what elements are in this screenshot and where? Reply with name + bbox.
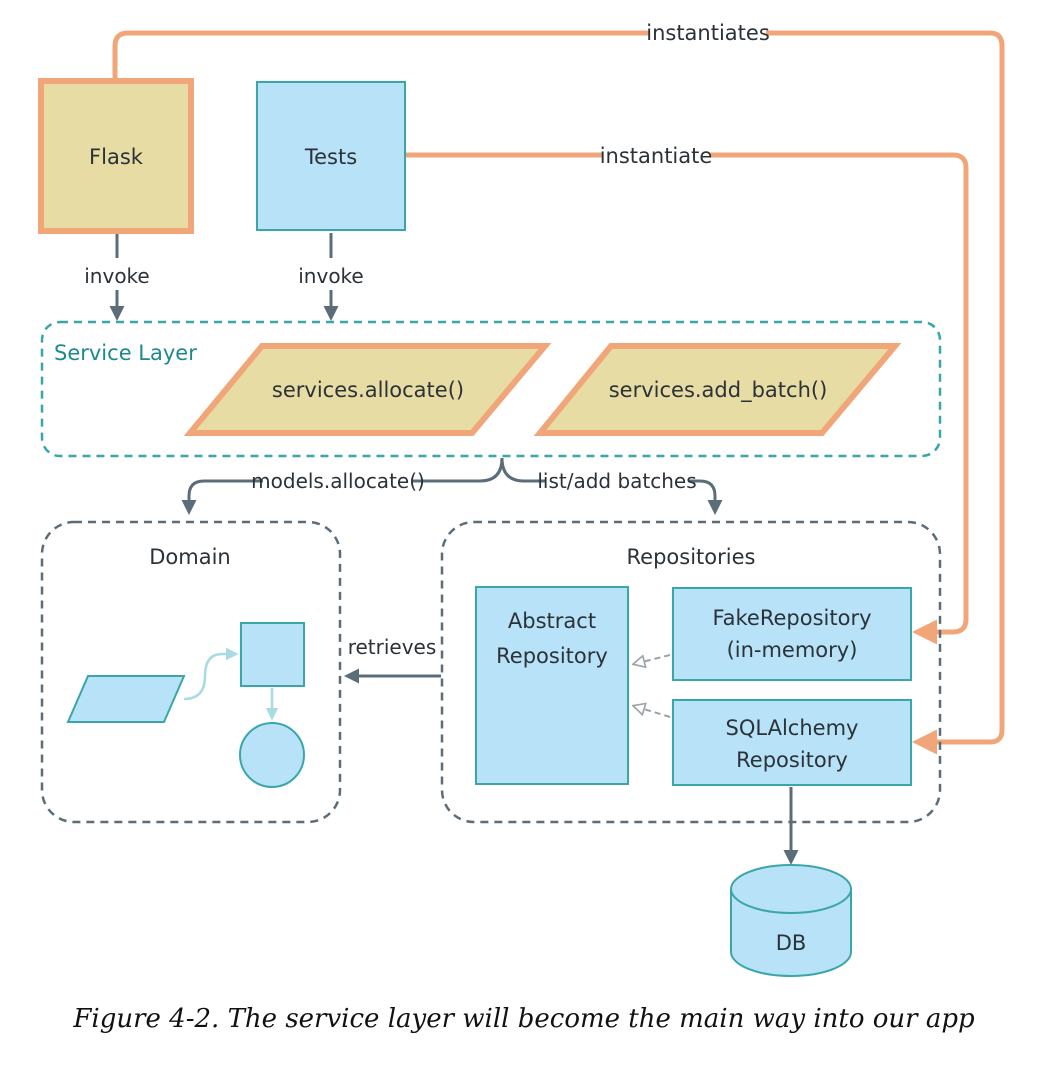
services-allocate-shape <box>183 343 552 436</box>
flask-label: Flask <box>89 145 144 169</box>
tests-box <box>256 81 406 231</box>
domain-label: Domain <box>149 545 231 569</box>
sqlalchemy-repository-label-1: SQLAlchemy <box>726 716 859 740</box>
services-add-batch-label: services.add_batch() <box>609 378 828 403</box>
list-add-batches-edge <box>500 457 723 515</box>
flask-invoke-label: invoke <box>84 264 149 288</box>
tests-label: Tests <box>304 145 357 169</box>
instantiate-label: instantiate <box>600 144 713 168</box>
retrieves-label: retrieves <box>348 635 437 659</box>
flask-box <box>38 78 194 234</box>
sqlalchemy-repository-box <box>672 699 912 786</box>
abstract-repository-box <box>475 586 629 785</box>
domain-container <box>40 520 342 824</box>
abstract-repository-label-1: Abstract <box>508 609 596 633</box>
models-allocate-edge <box>181 457 504 515</box>
repositories-container <box>440 520 942 824</box>
instantiate-edge <box>404 152 969 645</box>
fake-repository-label-1: FakeRepository <box>712 606 871 630</box>
db-label: DB <box>776 931 807 955</box>
domain-circle-shape <box>239 722 305 788</box>
tests-invoke-label: invoke <box>298 264 363 288</box>
sqla-implements-edge <box>634 706 671 718</box>
domain-parallelogram-shape <box>66 675 186 723</box>
service-layer-label: Service Layer <box>54 341 197 365</box>
services-add-batch-shape <box>533 343 902 436</box>
sqlalchemy-repository-label-2: Repository <box>736 748 848 772</box>
instantiates-edge <box>112 30 1005 755</box>
figure-caption: Figure 4-2. The service layer will becom… <box>73 1004 975 1034</box>
domain-square-shape <box>240 622 305 687</box>
domain-internal-edge <box>183 647 239 701</box>
services-allocate-label: services.allocate() <box>272 378 464 402</box>
db-cylinder <box>730 864 852 977</box>
fake-implements-edge <box>634 654 671 664</box>
instantiates-label: instantiates <box>646 21 770 45</box>
abstract-repository-label-2: Repository <box>496 644 608 668</box>
fake-repository-box <box>672 587 912 681</box>
models-allocate-label: models.allocate() <box>251 469 425 493</box>
list-add-batches-label: list/add batches <box>537 469 696 493</box>
service-layer-container <box>40 320 942 458</box>
architecture-diagram: instantiates instantiate Flask Tests inv… <box>38 21 1005 977</box>
fake-repository-label-2: (in-memory) <box>727 638 858 662</box>
repositories-label: Repositories <box>627 545 756 569</box>
